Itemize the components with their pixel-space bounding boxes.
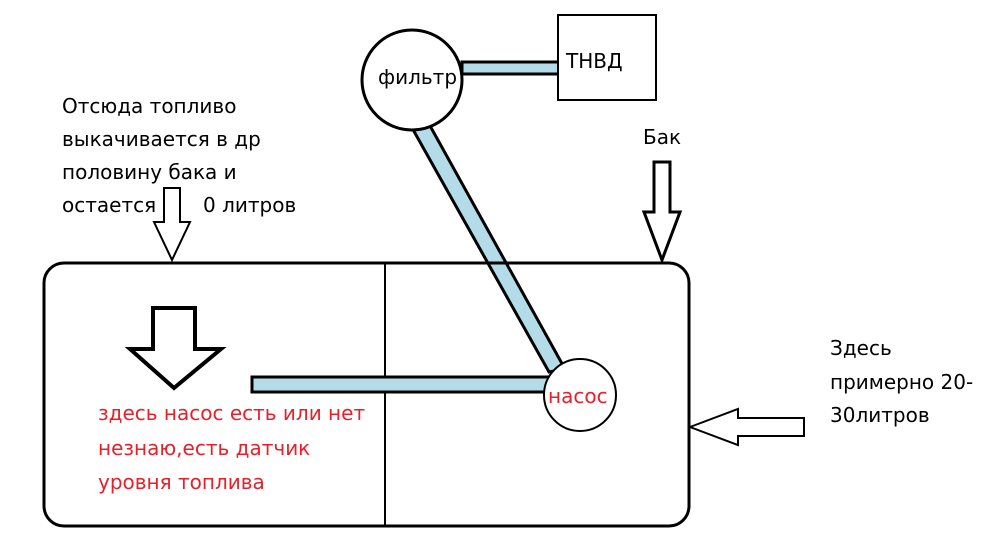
- pump-circle: [543, 358, 617, 432]
- left-note-line-1: Отсюда топливо: [62, 94, 236, 118]
- right-note-line-2: примерно 20-: [830, 370, 973, 394]
- tank-down-arrow: [641, 160, 683, 265]
- pump-label: насос: [548, 384, 608, 408]
- right-note-line-3: 30литров: [830, 403, 930, 427]
- right-note-line-1: Здесь: [830, 336, 892, 360]
- red-note-line-1: здесь насос есть или нет: [98, 401, 365, 425]
- red-note-line-2: незнаю,есть датчик: [98, 436, 310, 460]
- red-note-line-3: уровня топлива: [98, 470, 265, 494]
- filter-circle: [360, 28, 464, 132]
- tank-inner-down-arrow: [124, 306, 227, 391]
- left-note-line-5: 0 литров: [203, 193, 296, 217]
- right-note-left-arrow: [687, 407, 805, 447]
- left-note-line-4: остается: [62, 193, 156, 217]
- left-note-line-3: половину бака и: [62, 160, 237, 184]
- tank-label: Бак: [643, 125, 681, 149]
- hp-pump-box: [557, 14, 657, 101]
- filter-label: фильтр: [378, 65, 457, 89]
- tank-body: [42, 261, 691, 528]
- pipe-filter-to-hp-pump: [460, 60, 562, 76]
- hp-pump-label: ТНВД: [565, 49, 623, 73]
- pipe-pump-to-left-half: [250, 375, 554, 394]
- pipe-pump-to-filter: [408, 122, 568, 374]
- left-note-line-2: выкачивается в др: [62, 127, 261, 151]
- left-note-down-arrow: [152, 187, 192, 263]
